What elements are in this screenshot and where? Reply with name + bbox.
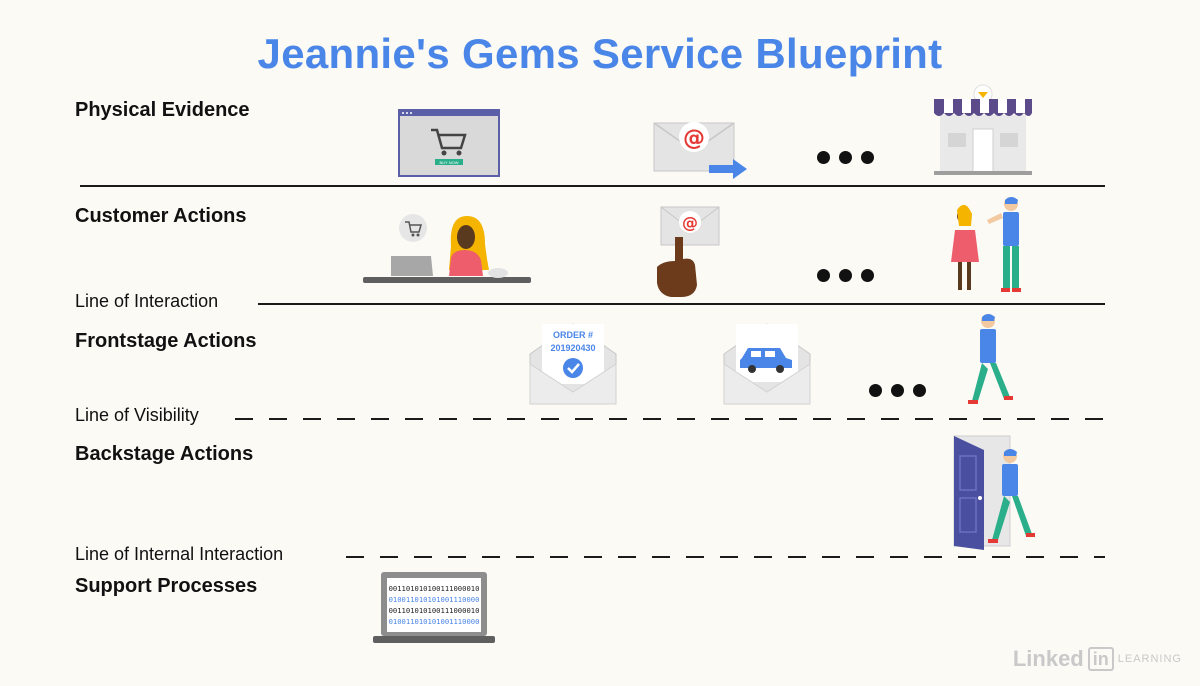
staff-exiting-door-illustration	[952, 434, 1036, 550]
walking-staff-illustration	[966, 313, 1014, 407]
order-number: 201920430	[550, 343, 595, 353]
watermark-learning: LEARNING	[1117, 653, 1182, 665]
linkedin-learning-watermark: Linked in LEARNING	[1013, 646, 1182, 672]
line-of-internal-interaction	[346, 556, 1105, 558]
line-of-visibility	[235, 418, 1105, 420]
laptop-binary-code-illustration: 001101010100111000010 010011010101001110…	[373, 572, 495, 644]
at-symbol: @	[683, 126, 705, 151]
row-label-frontstage-actions: Frontstage Actions	[75, 330, 257, 352]
shipping-car-email-icon	[723, 323, 811, 408]
ellipsis-customer-actions	[817, 269, 874, 282]
row-label-physical-evidence: Physical Evidence	[75, 99, 250, 121]
line-label-internal-interaction: Line of Internal Interaction	[75, 544, 284, 564]
divider-physical-customer	[80, 185, 1105, 187]
row-label-support-processes: Support Processes	[75, 575, 258, 597]
binary-line-4: 010011010101001110000	[389, 617, 480, 626]
web-page-cart-icon: BUY NOW	[398, 109, 500, 177]
page-title: Jeannie's Gems Service Blueprint	[257, 30, 943, 77]
ellipsis-physical-evidence	[817, 151, 874, 164]
line-of-interaction	[258, 303, 1105, 305]
row-label-customer-actions: Customer Actions	[75, 205, 247, 227]
watermark-linked: Linked	[1012, 646, 1084, 671]
binary-line-3: 001101010100111000010	[389, 606, 480, 615]
row-label-backstage-actions: Backstage Actions	[75, 443, 254, 465]
watermark-in: in	[1087, 647, 1114, 671]
line-label-visibility: Line of Visibility	[75, 405, 199, 425]
ellipsis-frontstage-actions	[869, 384, 926, 397]
customer-and-staff-illustration	[945, 196, 1029, 296]
buy-now-button-label: BUY NOW	[439, 160, 458, 165]
storefront-icon	[934, 84, 1034, 177]
email-send-icon: @	[653, 115, 749, 181]
line-label-interaction: Line of Interaction	[75, 291, 219, 311]
order-confirmation-email-icon: ORDER # 201920430	[529, 323, 617, 408]
at-symbol-small: @	[682, 213, 698, 232]
order-label: ORDER #	[553, 330, 593, 340]
binary-line-2: 010011010101001110000	[389, 595, 480, 604]
binary-line-1: 001101010100111000010	[389, 584, 480, 593]
woman-laptop-illustration	[363, 210, 531, 288]
hand-tapping-email-illustration: @	[655, 205, 721, 299]
